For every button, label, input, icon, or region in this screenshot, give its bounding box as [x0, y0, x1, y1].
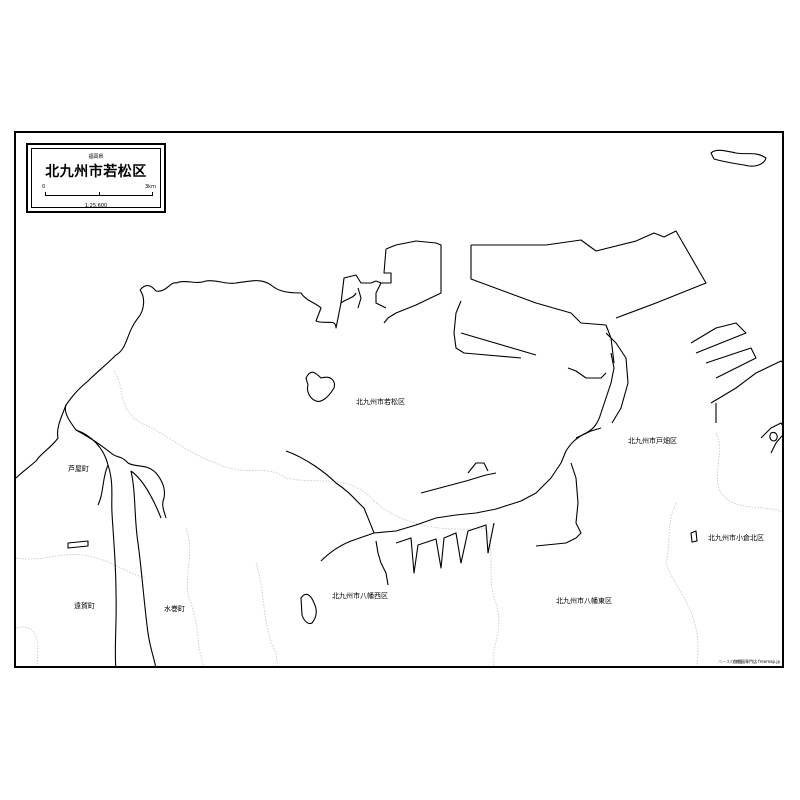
- map-source-credit: ベースの地図: [718, 659, 742, 664]
- island: [300, 593, 317, 625]
- reclaimed-land-north: [375, 248, 392, 309]
- label-yahatahigashi: 北九州市八幡東区: [556, 597, 612, 605]
- harbor-pier: [575, 427, 602, 439]
- label-tobata: 北九州市戸畑区: [628, 437, 677, 445]
- harbor-pier: [710, 360, 782, 404]
- island: [769, 432, 778, 442]
- dokai-bay-shore: [420, 472, 497, 494]
- wakamatsu-coastline: [16, 404, 67, 479]
- dokai-bay-shore: [285, 450, 375, 562]
- boundary-line: [185, 527, 205, 666]
- dokai-bay-shore: [373, 352, 615, 534]
- reclaimed-land-north: [471, 230, 707, 319]
- boundary-line: [16, 554, 147, 579]
- scale-start-label: 0: [42, 184, 46, 190]
- reclaimed-land-north: [460, 332, 537, 356]
- reclaimed-land-north: [383, 240, 442, 324]
- map-title: 北九州市若松区: [45, 164, 147, 180]
- onga-river: [75, 429, 109, 466]
- harbor-pier: [690, 322, 747, 354]
- label-ashiya: 芦屋町: [68, 465, 89, 473]
- map-title-box: 福岡県 北九州市若松区 0 3km 1:25,600: [26, 143, 166, 213]
- dokai-bay-shore: [375, 540, 389, 586]
- boundary-line: [16, 626, 39, 666]
- scale-bar: [45, 192, 153, 196]
- wakamatsu-coastline: [139, 280, 357, 329]
- dokai-bay-shore: [535, 462, 582, 547]
- prefecture-label: 福岡県: [88, 154, 104, 160]
- dokai-bay-shore: [395, 522, 495, 574]
- island: [710, 149, 767, 167]
- onga-river: [130, 470, 157, 666]
- island: [690, 530, 698, 543]
- harbor-pier: [760, 422, 782, 454]
- map-title-inner-frame: 福岡県 北九州市若松区 0 3km 1:25,600: [31, 148, 161, 209]
- onga-river: [130, 470, 162, 519]
- boundary-line: [255, 562, 278, 666]
- boundary-line: [113, 370, 487, 530]
- boundary-line: [665, 502, 699, 666]
- boundary-line: [715, 432, 782, 513]
- scale-bar-tick: [99, 192, 100, 195]
- reclaimed-land-north: [357, 287, 362, 309]
- harbor-pier: [567, 367, 607, 379]
- label-yahatanishi: 北九州市八幡西区: [332, 592, 388, 600]
- reclaimed-land-north: [340, 274, 382, 304]
- label-kokurakita: 北九州市小倉北区: [708, 534, 764, 542]
- boundary-line: [485, 527, 500, 666]
- island: [67, 540, 89, 549]
- map-canvas[interactable]: [16, 133, 784, 668]
- island: [305, 371, 335, 402]
- scale-ratio: 1:25,600: [84, 203, 108, 209]
- onga-river: [97, 464, 109, 506]
- harbor-pier: [605, 332, 629, 424]
- onga-river: [107, 464, 117, 666]
- site-credit[interactable]: 白地図専門店 freemap.jp: [733, 659, 780, 664]
- wakamatsu-coastline: [64, 289, 167, 519]
- reclaimed-land-north: [470, 245, 615, 364]
- dokai-bay-shore: [467, 462, 489, 474]
- label-mizumaki: 水巻町: [164, 605, 185, 613]
- scale-end-label: 3km: [145, 184, 156, 190]
- map-frame[interactable]: 福岡県 北九州市若松区 0 3km 1:25,600 北九州市若松区 北九州市戸…: [14, 131, 784, 668]
- harbor-pier: [705, 347, 757, 379]
- reclaimed-land-north: [453, 300, 522, 359]
- label-onga: 遠賀町: [74, 602, 95, 610]
- label-wakamatsu: 北九州市若松区: [356, 398, 405, 406]
